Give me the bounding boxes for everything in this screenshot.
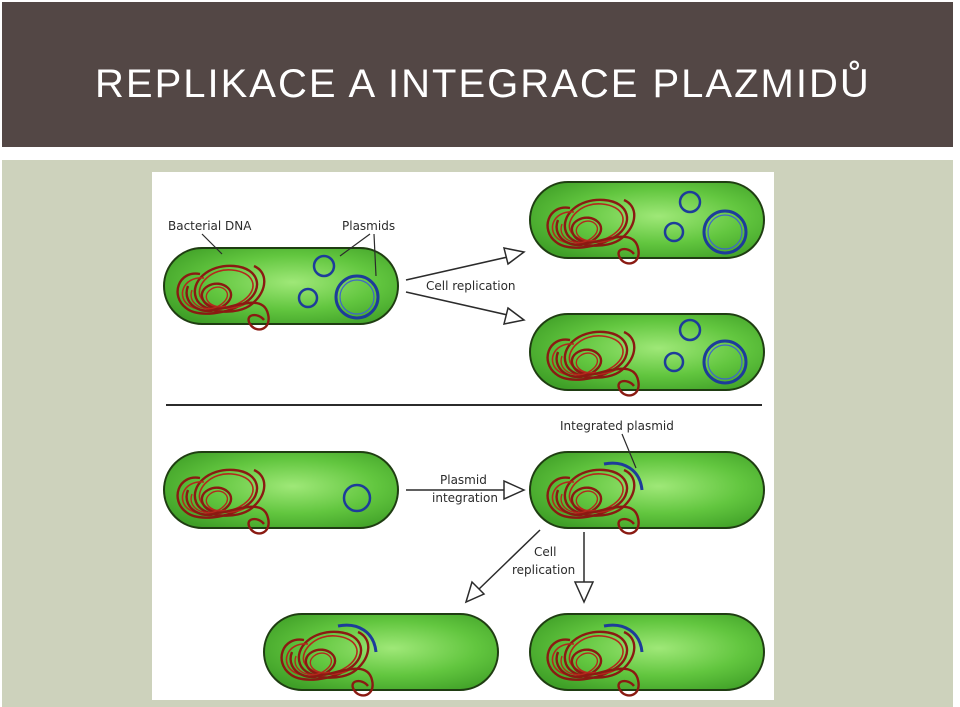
arrow-to-daughter-1 xyxy=(406,248,524,280)
parent-cell-top xyxy=(164,248,398,329)
label-plasmid-integration-2: integration xyxy=(432,491,498,505)
label-cell-replication-top: Cell replication xyxy=(426,279,516,293)
daughter-cell-bottom-1 xyxy=(264,614,498,695)
daughter-cell-bottom-2 xyxy=(530,614,764,695)
label-cell-replication-bottom-2: replication xyxy=(512,563,575,577)
title-bar: REPLIKACE A INTEGRACE PLAZMIDŮ xyxy=(2,2,953,147)
label-integrated-plasmid: Integrated plasmid xyxy=(560,419,674,433)
cell-with-free-plasmid xyxy=(164,452,398,533)
slide-title: REPLIKACE A INTEGRACE PLAZMIDŮ xyxy=(95,60,871,108)
diagram-svg: Bacterial DNA Plasmids Cell replication xyxy=(152,172,774,700)
plasmid-diagram: Bacterial DNA Plasmids Cell replication xyxy=(152,172,774,700)
arrow-to-daughter-2 xyxy=(406,292,524,324)
daughter-cell-top-2 xyxy=(530,314,764,395)
label-cell-replication-bottom-1: Cell xyxy=(534,545,556,559)
label-bacterial-dna: Bacterial DNA xyxy=(168,219,252,233)
label-plasmid-integration-1: Plasmid xyxy=(440,473,487,487)
cell-with-integrated-plasmid xyxy=(530,452,764,533)
label-plasmids: Plasmids xyxy=(342,219,395,233)
arrow-to-bottom-right xyxy=(575,532,593,602)
daughter-cell-top-1 xyxy=(530,182,764,263)
